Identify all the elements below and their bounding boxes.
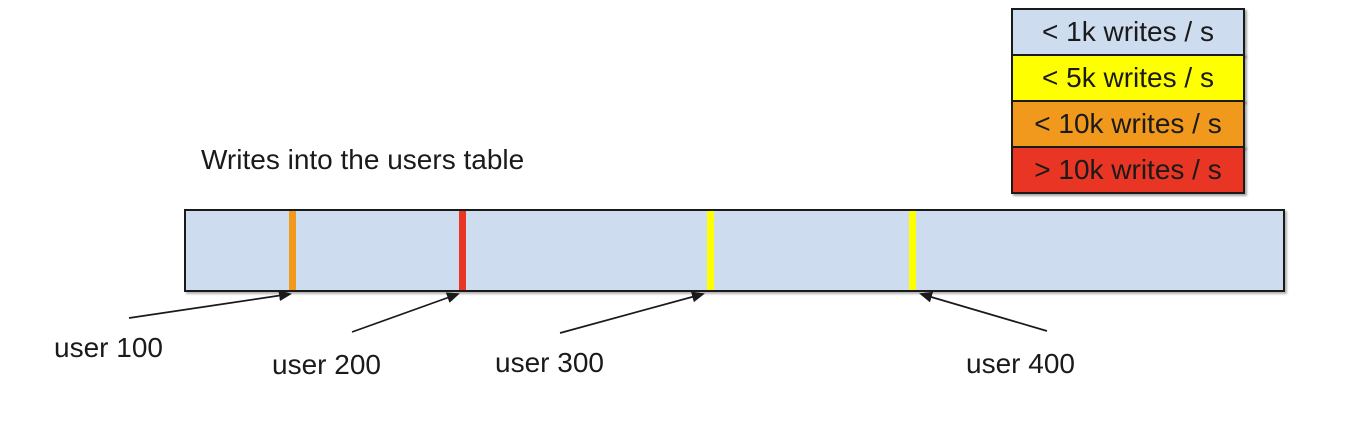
legend-item-lt-5k-label: < 5k writes / s xyxy=(1042,62,1214,93)
legend: < 1k writes / s < 5k writes / s < 10k wr… xyxy=(1011,8,1245,194)
label-user-200: user 200 xyxy=(272,349,381,380)
legend-item-lt-1k-label: < 1k writes / s xyxy=(1042,16,1214,47)
label-user-100: user 100 xyxy=(54,332,163,363)
arrow-user-300 xyxy=(559,291,705,334)
legend-item-lt-1k: < 1k writes / s xyxy=(1011,8,1245,56)
marker-user-200 xyxy=(459,211,466,290)
arrow-user-200 xyxy=(351,292,460,333)
legend-item-gt-10k: > 10k writes / s xyxy=(1011,146,1245,194)
marker-user-100 xyxy=(289,211,296,290)
legend-item-gt-10k-label: > 10k writes / s xyxy=(1034,154,1222,185)
arrow-user-100 xyxy=(128,290,292,319)
users-table-bar xyxy=(184,209,1285,292)
legend-item-lt-5k: < 5k writes / s xyxy=(1011,54,1245,102)
legend-item-lt-10k-label: < 10k writes / s xyxy=(1034,108,1222,139)
label-user-400: user 400 xyxy=(966,348,1075,379)
marker-user-300 xyxy=(707,211,714,290)
legend-item-lt-10k: < 10k writes / s xyxy=(1011,100,1245,148)
label-user-300: user 300 xyxy=(495,347,604,378)
diagram-title: Writes into the users table xyxy=(201,144,525,175)
arrow-user-400 xyxy=(919,291,1048,332)
marker-user-400 xyxy=(909,211,916,290)
